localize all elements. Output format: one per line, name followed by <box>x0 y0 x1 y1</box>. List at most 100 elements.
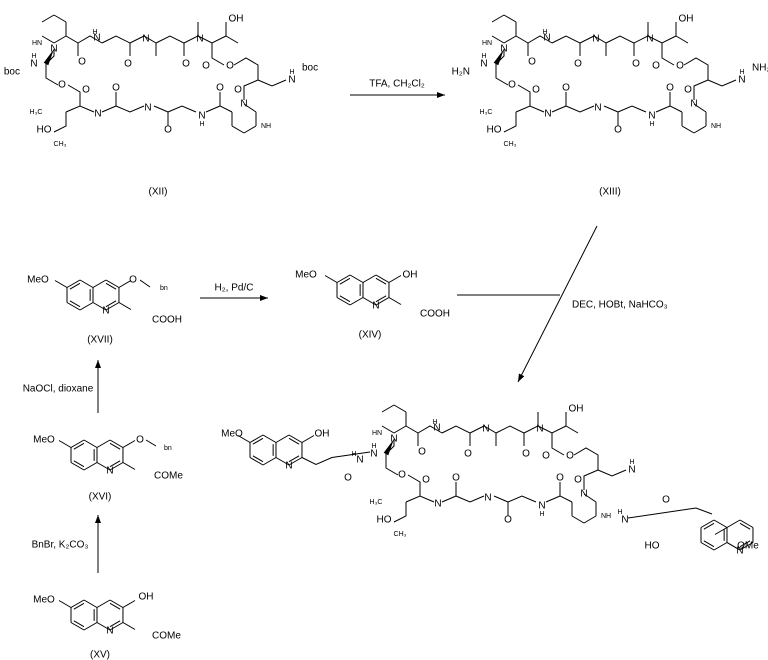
bond-line <box>58 600 72 608</box>
ring-nitrogen: N <box>285 461 292 472</box>
compound-label: (XV) <box>90 650 110 660</box>
quinoline-ring: N <box>66 279 120 317</box>
reagent-label: H₂, Pd/C <box>215 283 254 294</box>
bond-chain <box>507 495 537 516</box>
step-2: H₂, Pd/C <box>200 283 268 301</box>
compound-label: (XIV) <box>359 330 382 341</box>
reaction-arrow-5 <box>95 515 101 573</box>
methoxy-label: MeO <box>221 429 243 440</box>
reagent-label: NaOCl, dioxane <box>23 384 94 395</box>
bond-line <box>243 125 257 134</box>
reaction-arrow-4 <box>95 360 101 413</box>
amide-h: H <box>289 69 294 76</box>
ring-amine-nh: NH <box>601 513 611 520</box>
chain <box>65 35 79 56</box>
aromatic-bond <box>73 460 85 468</box>
bond-line <box>375 274 390 283</box>
bond-chain <box>565 425 579 434</box>
reaction-arrow-1 <box>350 92 445 98</box>
bond-line <box>70 599 85 608</box>
bond-chain <box>661 43 675 66</box>
bond-chain <box>101 35 131 56</box>
bond-line <box>491 35 505 44</box>
amide-n: N <box>94 109 101 120</box>
bond-chain <box>53 112 67 133</box>
bond-line <box>381 425 395 434</box>
bond-chain <box>573 447 599 470</box>
ring-n: N <box>690 99 697 110</box>
bond-chain <box>393 502 407 523</box>
bond-line <box>109 599 124 608</box>
bond-line <box>105 302 120 311</box>
amide-h: H <box>92 29 97 36</box>
bond-chain <box>211 43 225 66</box>
bond-line <box>231 125 245 134</box>
amide-n: N <box>646 34 653 45</box>
bond-line <box>324 275 338 283</box>
methoxy-label: MeO <box>295 270 317 281</box>
bond-chain <box>417 425 443 434</box>
ring-n: N <box>240 99 247 110</box>
aromatic-bond <box>288 437 300 445</box>
reaction-arrow-2 <box>200 295 268 301</box>
bond-line <box>262 434 277 443</box>
bond-chain <box>559 482 573 503</box>
acetyl-label: COMe <box>152 631 181 642</box>
bond-line <box>83 439 98 448</box>
aromatic-bond <box>69 300 81 308</box>
quinoline-ring: N <box>70 599 124 637</box>
ether-o: O <box>129 275 137 286</box>
ring-amine-nh: HN <box>32 40 42 47</box>
bond-chain <box>441 495 457 503</box>
aromatic-bond <box>73 602 85 610</box>
bond-chain <box>455 482 485 503</box>
bond-chain <box>115 92 145 113</box>
bond-line <box>118 302 132 310</box>
ring-nitrogen: N <box>736 546 743 557</box>
bond-chain <box>67 84 81 106</box>
aromatic-bond <box>288 455 300 463</box>
bond-line <box>288 457 303 466</box>
bond-line <box>105 279 120 288</box>
hydroxyl-label: OH <box>139 592 154 603</box>
bond-line <box>109 462 124 471</box>
stereo-wedge <box>493 49 504 66</box>
bond-line <box>288 434 303 443</box>
carbonyl-o: O <box>344 473 352 484</box>
carbonyl-o: O <box>684 85 692 96</box>
bond-line <box>739 519 754 528</box>
bond-line <box>362 297 377 306</box>
carbonyl-o: O <box>632 59 640 70</box>
bond-line <box>79 302 94 311</box>
bond-line <box>349 297 364 306</box>
carbonyl-o: O <box>182 59 190 70</box>
bond-line <box>739 542 754 551</box>
amide-h: H <box>31 53 36 60</box>
benzyl-label: bn <box>160 285 168 292</box>
amide-n: N <box>144 103 151 114</box>
aromatic-bond <box>105 300 117 308</box>
bond-chain <box>627 507 713 519</box>
carbonyl-o: O <box>216 83 224 94</box>
carbonyl-o: O <box>112 83 120 94</box>
amide-n: N <box>484 493 491 504</box>
bond-line <box>109 622 124 631</box>
methyl: CH₃ <box>504 141 517 148</box>
bond-line <box>262 457 277 466</box>
hydroxyl: HO <box>37 125 52 136</box>
ester-o: O <box>58 80 66 91</box>
bond-chain <box>129 35 157 56</box>
bond-line <box>713 542 728 551</box>
piperazic-ring-top: HNN <box>372 404 407 445</box>
bond-line <box>301 435 315 443</box>
aromatic-bond <box>375 295 387 303</box>
carbonyl-o: O <box>202 61 210 72</box>
carbonyl-o: O <box>234 85 242 96</box>
quinoline-ring: N <box>249 434 303 472</box>
